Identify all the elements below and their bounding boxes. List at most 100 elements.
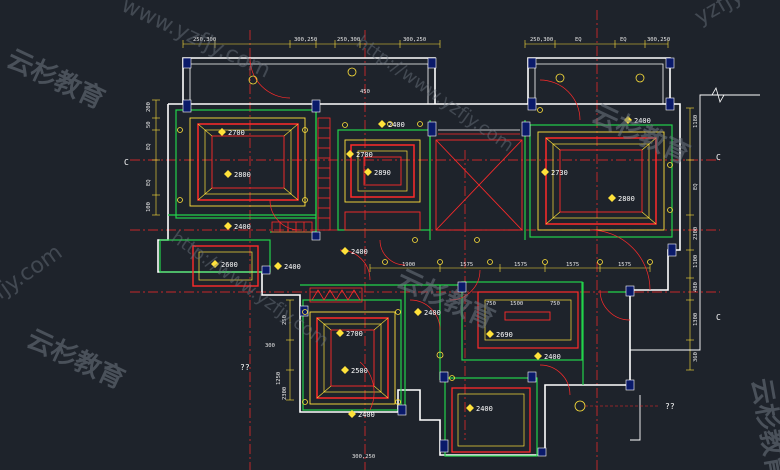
watermark-url-2: http://www.yzfjy.com — [352, 32, 517, 157]
svg-text:2400: 2400 — [544, 353, 561, 361]
axis-mark-right-2: C — [716, 313, 721, 322]
dim-mid-5: 1575 — [618, 262, 631, 268]
dim-f-2: 1500 — [510, 301, 523, 307]
axis-mark-left: C — [124, 158, 129, 167]
svg-text:2400: 2400 — [358, 411, 375, 419]
dim-mid-4: 1575 — [566, 262, 579, 268]
svg-text:2500: 2500 — [351, 367, 368, 375]
elev-marker-d2: 2600 — [211, 260, 238, 269]
down-lights — [177, 67, 673, 412]
dim-left-2: 50 — [146, 121, 152, 128]
elev-marker-f1: 2690 — [486, 330, 513, 339]
dim-right-2: EQ — [693, 183, 699, 190]
svg-text:2690: 2690 — [496, 331, 513, 339]
svg-text:2400: 2400 — [234, 223, 251, 231]
dim-left-5: 100 — [146, 202, 152, 212]
door-arc-11 — [379, 239, 406, 266]
ceiling-room-c — [537, 131, 665, 231]
break-line — [700, 86, 760, 104]
dim-left-4: EQ — [146, 179, 152, 186]
svg-text:2400: 2400 — [476, 405, 493, 413]
elev-marker-e1: 2700 — [336, 329, 363, 338]
dim-f-3: 750 — [550, 301, 560, 307]
door-arc-9 — [359, 361, 375, 411]
wall-top-right-bump-inner — [534, 63, 664, 104]
elev-marker-e3: 2400 — [348, 410, 375, 419]
dim-ll-1: 250 — [282, 315, 288, 325]
ceiling-room-d — [192, 245, 259, 287]
ceiling-room-e — [309, 311, 396, 405]
light-large — [574, 400, 586, 412]
light-1 — [248, 75, 258, 85]
door-arc-8 — [269, 199, 301, 231]
elev-marker-a1: 2700 — [218, 128, 245, 137]
dim-right-1: 1180 — [693, 115, 699, 128]
light-3 — [555, 73, 565, 83]
light-4 — [635, 73, 645, 83]
dim-bottom-1: 300,250 — [352, 454, 375, 460]
door-arc-5 — [449, 269, 481, 301]
dim-right-4: 1100 — [693, 255, 699, 268]
elev-marker-a2: 2800 — [224, 170, 251, 179]
door-swings — [249, 57, 651, 411]
dim-top-5: 250,300 — [530, 37, 553, 43]
dim-ll-3: 2300 — [282, 387, 288, 400]
svg-text:2700: 2700 — [356, 151, 373, 159]
right-dimension-chain — [686, 107, 694, 371]
ceiling-room-g — [451, 387, 531, 453]
watermark-url-1: www.yzfjy.com — [117, 0, 274, 84]
dim-ll-4: 300 — [265, 343, 275, 349]
watermark-url-4: yzfjy.com — [691, 0, 780, 30]
dim-top-6: EQ — [575, 37, 582, 43]
note-q-1: ?? — [240, 363, 250, 372]
elev-marker-c3: 2800 — [608, 194, 635, 203]
elev-marker-c2: 2730 — [541, 168, 568, 177]
ceiling-room-b — [344, 139, 421, 231]
dim-left-3: EQ — [146, 143, 152, 150]
dim-left-1: 200 — [146, 102, 152, 112]
dim-mid-2: 1575 — [460, 262, 473, 268]
elev-marker-c1: 2400 — [624, 116, 651, 125]
elev-marker-b1: 2400 — [378, 120, 405, 129]
svg-text:2400: 2400 — [424, 309, 441, 317]
dim-mid-3: 1575 — [514, 262, 527, 268]
wall-room-g — [444, 377, 538, 457]
svg-text:2400: 2400 — [284, 263, 301, 271]
svg-text:2730: 2730 — [551, 169, 568, 177]
left-dimension-chain — [152, 99, 160, 216]
dim-top-4: 300,250 — [403, 37, 426, 43]
svg-text:2400: 2400 — [351, 248, 368, 256]
dim-top-7: EQ — [620, 37, 627, 43]
wall-room-c — [529, 124, 673, 238]
elev-marker-d3: 2400 — [274, 262, 301, 271]
dim-right-6: 1300 — [693, 313, 699, 326]
dim-top-2: 300,250 — [294, 37, 317, 43]
elev-marker-b3: 2890 — [364, 168, 391, 177]
door-arc-10 — [589, 229, 651, 291]
lower-left-dimension-chain — [286, 299, 294, 401]
svg-text:2800: 2800 — [618, 195, 635, 203]
elev-marker-d1: 2400 — [224, 222, 251, 231]
wall-top-left-bump — [182, 57, 436, 104]
dim-450: 450 — [360, 89, 370, 95]
door-arc-7 — [599, 289, 631, 321]
wardrobe-hatch-1 — [317, 117, 331, 231]
svg-text:2800: 2800 — [234, 171, 251, 179]
elev-marker-e2: 2500 — [341, 366, 368, 375]
dim-right-5: 480 — [693, 282, 699, 292]
dim-right-7: 360 — [693, 352, 699, 362]
door-arc-1 — [249, 57, 291, 99]
corridor-cross — [435, 129, 523, 231]
wardrobe-hatch-3 — [271, 221, 313, 233]
watermark-cn-4: 云杉教育 — [22, 323, 129, 395]
note-q-2: ?? — [665, 402, 675, 411]
svg-text:2400: 2400 — [634, 117, 651, 125]
elevation-markers: 2700 2800 2400 2700 2890 2400 2730 2800 — [211, 116, 651, 419]
dim-right-3: 2300 — [693, 227, 699, 240]
door-arc-2 — [539, 79, 581, 121]
wall-room-d — [159, 239, 271, 273]
axis-mark-right-1: C — [716, 153, 721, 162]
svg-text:2700: 2700 — [228, 129, 245, 137]
light-2 — [347, 67, 357, 77]
